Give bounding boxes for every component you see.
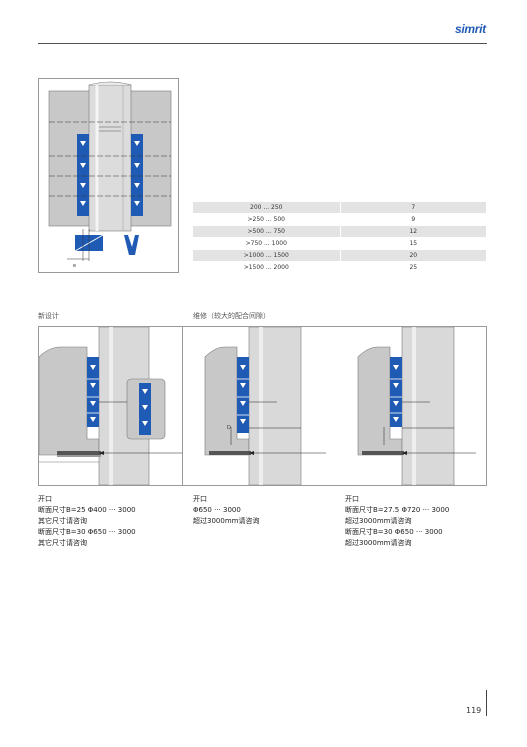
seal-stack-right bbox=[131, 134, 143, 216]
panel-3-diagram bbox=[357, 327, 476, 485]
panel-2-diagram: D bbox=[204, 327, 326, 485]
caption-panel-2: 开口 Φ650 ··· 3000 超过3000mm请咨询 bbox=[193, 495, 260, 525]
caption-panel-1: 开口 断面尺寸B=25 Φ400 ··· 3000 其它尺寸请咨询 断面尺寸B=… bbox=[38, 495, 136, 547]
panel-divider bbox=[182, 326, 183, 486]
seal-stack-left bbox=[77, 134, 89, 216]
header-rule bbox=[38, 43, 487, 44]
seal-cross-section-figure: e bbox=[38, 78, 179, 273]
section-label-repair: 维修（较大的配合间隙） bbox=[193, 312, 270, 320]
simrit-logo: simrit bbox=[455, 22, 486, 36]
footer-rule bbox=[486, 690, 487, 716]
panel-1-diagram bbox=[39, 327, 182, 485]
dim-label-e: e bbox=[73, 263, 76, 269]
seal-stack-diagram: e bbox=[48, 81, 172, 269]
caption-panel-3: 开口 断面尺寸B=27.5 Φ720 ··· 3000 超过3000mm请咨询 … bbox=[345, 495, 450, 547]
page-number: 119 bbox=[466, 706, 482, 715]
installation-panels bbox=[38, 326, 487, 486]
seal-cut-detail bbox=[67, 229, 139, 261]
gap-label-d: D bbox=[227, 425, 231, 431]
section-label-new-design: 新设计 bbox=[38, 312, 59, 320]
